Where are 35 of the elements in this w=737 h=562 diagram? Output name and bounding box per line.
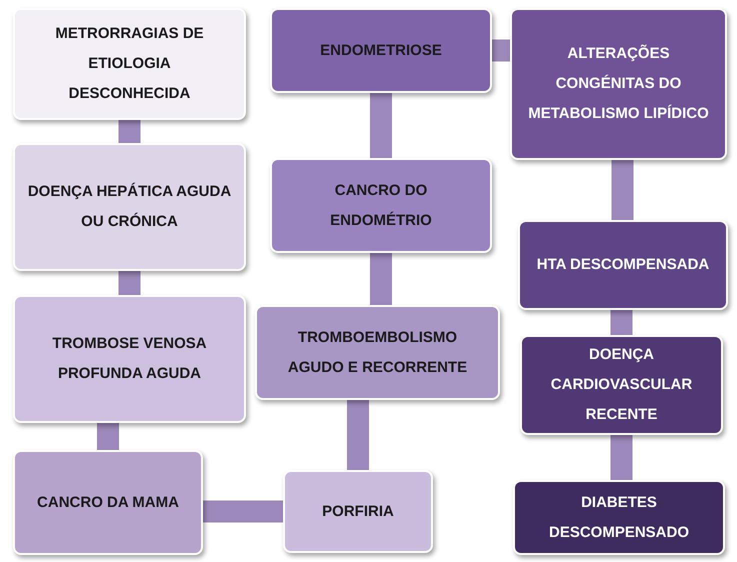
box-label: HTA DESCOMPENSADA: [536, 255, 710, 275]
box-label: DOENÇA HEPÁTICA AGUDA OU CRÓNICA: [27, 182, 232, 232]
box-label: ALTERAÇÕES CONGÉNITAS DO METABOLISMO LIPÍDICO: [527, 44, 710, 124]
box-label: ENDOMETRIOSE: [320, 40, 442, 60]
connector-bar: [610, 310, 632, 335]
connector-bar: [97, 423, 119, 450]
process-box: [510, 8, 727, 160]
connector-bar: [612, 160, 634, 220]
connector-bar: [370, 93, 392, 158]
connector-bar: [118, 120, 140, 143]
process-box: [270, 158, 492, 253]
box-label: TROMBOSE VENOSA PROFUNDA AGUDA: [51, 334, 208, 384]
process-box: [270, 8, 492, 93]
connector-bar: [370, 253, 392, 305]
box-label: TROMBOEMBOLISMO AGUDO E RECORRENTE: [286, 328, 468, 378]
box-label: DOENÇA CARDIOVASCULAR RECENTE: [550, 345, 694, 425]
connector-bar: [347, 400, 369, 470]
box-label: PORFIRIA: [322, 502, 394, 522]
process-box: [255, 305, 500, 400]
process-box: [13, 450, 203, 555]
connector-bar: [492, 40, 510, 62]
process-box: [13, 295, 246, 423]
process-box: [13, 143, 246, 271]
box-label: METRORRAGIAS DE ETIOLOGIA DESCONHECIDA: [54, 24, 205, 104]
connector-bar: [203, 500, 283, 522]
connector-bar: [118, 271, 140, 295]
process-box: [518, 220, 728, 310]
process-box: [283, 470, 433, 553]
box-label: CANCRO DO ENDOMÉTRIO: [329, 180, 433, 230]
box-label: DIABETES DESCOMPENSADO: [548, 492, 690, 542]
process-box: [513, 480, 725, 555]
box-label: CANCRO DA MAMA: [37, 492, 179, 512]
process-box: [520, 335, 723, 435]
process-box: [13, 8, 246, 120]
connector-bar: [610, 435, 632, 480]
